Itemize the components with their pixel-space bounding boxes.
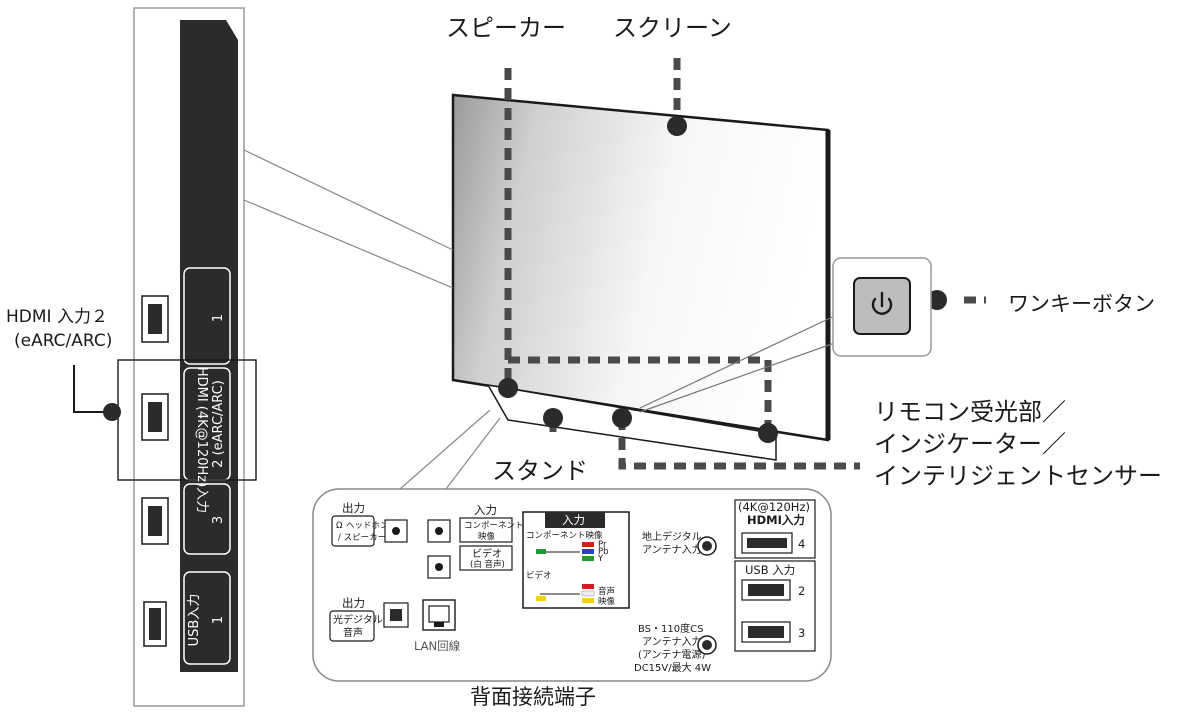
terrestrial-antenna-label-line1: 地上デジタル <box>642 530 702 543</box>
side-port-2-label: 2 (eARC/ARC) <box>211 380 226 468</box>
stand-label: スタンド <box>492 457 588 485</box>
remote-sensor-label-line2: インジケーター／ <box>874 430 1066 458</box>
hdmi-port-3[interactable] <box>141 497 169 545</box>
bs-antenna-label-line4: DC15V/最大 4W <box>634 661 711 674</box>
hdmi-input2-label-line1: HDMI 入力２ <box>6 307 108 327</box>
usb-port-3-number: 3 <box>798 626 805 640</box>
component-cable-icon <box>536 542 594 561</box>
hdmi-port-4-number: 4 <box>798 537 805 551</box>
callout-dots <box>498 116 947 443</box>
terrestrial-antenna-label-line2: アンテナ入力 <box>642 543 702 556</box>
bs-antenna-label-line2: アンテナ入力 <box>642 635 702 648</box>
video-input-label-line1: ビデオ <box>472 547 502 560</box>
side-port-1-number: 1 <box>211 314 226 322</box>
component-video-label-line1: コンポーネント <box>464 521 524 531</box>
y-label: Y <box>597 554 604 564</box>
usb-input-label: USB 入力 <box>745 563 795 577</box>
remote-sensor-label-line1: リモコン受光部／ <box>874 398 1066 426</box>
pr-label: Pr <box>598 540 607 550</box>
pb-label: Pb <box>598 547 609 557</box>
tv-screen <box>451 93 831 461</box>
hdmi-port-2[interactable] <box>141 393 169 441</box>
composite-cable-icon <box>536 584 595 603</box>
hdmi-port-4[interactable] <box>741 532 793 554</box>
screen-label: スクリーン <box>613 14 732 42</box>
side-usb-port-number: 1 <box>211 616 226 624</box>
rear-panel: 出力 Ω ヘッドホン / スピーカー 入力 コンポーネント 映像 ビデオ (白 … <box>312 409 832 682</box>
lan-port[interactable] <box>422 599 456 631</box>
headphone-label-line2: / スピーカー <box>338 533 386 543</box>
power-icon <box>871 291 893 315</box>
video-input-label-line2: (白 音声) <box>470 559 505 570</box>
usb-port-2[interactable] <box>741 579 791 601</box>
optical-output-title: 出力 <box>342 596 365 610</box>
bs-antenna-label-line3: (アンテナ電源) <box>638 648 706 661</box>
headphone-icon: Ω <box>336 521 343 531</box>
tv-stand <box>486 383 777 461</box>
video-box-label: ビデオ <box>526 570 552 581</box>
component-jack-2[interactable] <box>427 555 451 579</box>
side-port-3-number: 3 <box>211 516 226 524</box>
usb-port-3[interactable] <box>741 621 791 643</box>
bs-antenna-label-line1: BS・110度CS <box>638 622 703 635</box>
speaker-label: スピーカー <box>446 14 566 42</box>
one-key-button-label: ワンキーボタン <box>1008 292 1155 316</box>
headphone-output-title: 出力 <box>342 501 365 515</box>
headphone-label-line1: ヘッドホン <box>346 521 389 531</box>
hdmi-hz-label: (4K@120Hz) <box>738 500 810 514</box>
terrestrial-antenna-port[interactable] <box>697 536 717 556</box>
component-video-box-label: コンポーネント映像 <box>526 530 603 541</box>
hdmi-input-label: HDMI入力 <box>747 513 805 527</box>
side-panel: 1 HDMI (4K@120Hz)入力 2 (eARC/ARC) 3 USB入力… <box>73 7 454 707</box>
rear-terminals-label: 背面接続端子 <box>470 685 596 709</box>
input-title: 入力 <box>474 503 497 517</box>
side-hdmi-group-label: HDMI (4K@120Hz)入力 <box>194 367 209 513</box>
lan-label: LAN回線 <box>414 639 461 653</box>
component-jack-1[interactable] <box>427 519 451 543</box>
optical-label-line1: 光デジタル <box>333 613 383 626</box>
side-usb-label: USB入力 <box>187 594 202 647</box>
video-small-label: 映像 <box>598 596 616 607</box>
optical-port[interactable] <box>383 602 409 628</box>
one-key-button-callout <box>639 257 932 413</box>
input-box-title: 入力 <box>562 513 585 527</box>
component-video-label-line2: 映像 <box>478 531 496 542</box>
optical-label-line2: 音声 <box>343 626 363 639</box>
hdmi-input2-label-line2: (eARC/ARC) <box>14 331 112 351</box>
remote-sensor-label-line3: インテリジェントセンサー <box>874 462 1162 490</box>
usb-port-2-number: 2 <box>798 584 805 598</box>
headphone-jack[interactable] <box>384 519 408 543</box>
usb-port-1[interactable] <box>143 601 167 647</box>
bs-antenna-port[interactable] <box>697 635 717 655</box>
audio-label: 音声 <box>598 586 615 597</box>
hdmi-port-1[interactable] <box>141 295 169 343</box>
